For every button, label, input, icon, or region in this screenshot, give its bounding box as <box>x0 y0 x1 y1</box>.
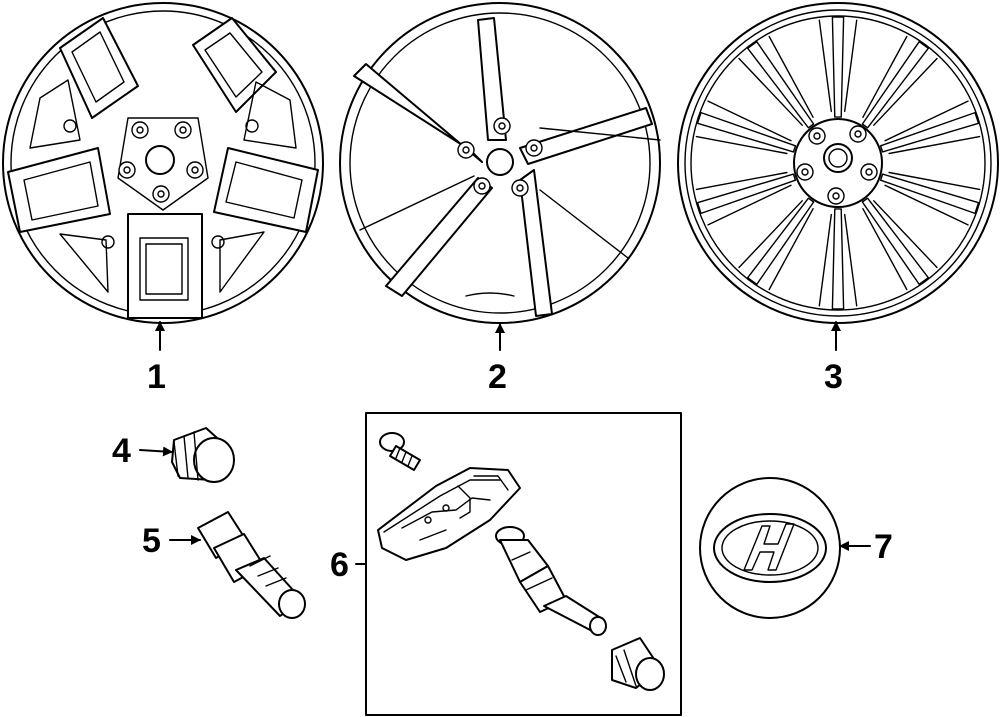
tpms-sensor <box>377 467 521 561</box>
wheel-3-spoke-line <box>873 200 938 269</box>
wheel-1-spokes <box>7 17 319 319</box>
callout-5: 5 <box>142 522 161 560</box>
wheel-2[interactable] <box>339 2 661 324</box>
wheel-3-spoke-line <box>738 57 803 126</box>
wheel-3-spoke <box>747 41 815 129</box>
wheel-3-spoke <box>879 111 980 153</box>
wheel-3-spoke <box>747 197 815 285</box>
wheel-2-hub <box>457 117 543 297</box>
wheel-3-spoke-line <box>707 184 792 226</box>
callout-7: 7 <box>874 528 893 566</box>
wheel-2-spokes <box>353 17 661 317</box>
wheel-3-spoke-line <box>844 19 858 113</box>
tpms-valve-stem <box>495 526 607 636</box>
wheel-3-spoke <box>831 208 845 310</box>
wheel-3-hub <box>793 118 883 208</box>
callout-4: 4 <box>112 432 131 470</box>
wheel-1[interactable] <box>2 2 324 324</box>
wheel-3-spoke-line <box>884 184 969 226</box>
wheel-3-spoke-line <box>818 213 832 307</box>
callout-6: 6 <box>330 546 349 584</box>
wheel-3[interactable] <box>677 2 999 324</box>
valve-cap[interactable] <box>171 427 235 483</box>
leader-arrow-icon <box>139 446 173 457</box>
wheel-3-spoke-line <box>707 100 792 142</box>
wheel-3-spoke <box>831 16 845 118</box>
wheel-3-spoke <box>879 173 980 215</box>
wheel-3-spoke <box>861 41 929 129</box>
wheel-3-spoke-line <box>738 200 803 269</box>
wheel-3-spoke <box>861 197 929 285</box>
tpms-screw <box>379 432 421 471</box>
wheel-3-spoke-line <box>695 135 788 155</box>
wheel-1-hub <box>117 117 209 211</box>
wheel-3-spoke-line <box>888 135 981 155</box>
leader-arrows <box>139 321 871 565</box>
callout-3: 3 <box>824 358 843 396</box>
wheel-3-spoke-line <box>862 207 908 291</box>
wheel-3-spokes <box>695 16 981 310</box>
callout-2: 2 <box>488 358 507 396</box>
hyundai-h-emblem-icon <box>713 513 827 583</box>
wheel-3-spoke-line <box>888 171 981 191</box>
wheel-3-spoke-line <box>844 213 858 307</box>
wheel-3-spoke-line <box>768 35 814 119</box>
lug-bolt[interactable] <box>197 511 306 619</box>
wheel-3-spoke <box>696 111 797 153</box>
callout-1: 1 <box>147 358 166 396</box>
wheel-3-spoke-line <box>818 19 832 113</box>
wheel-3-spoke <box>696 173 797 215</box>
tpms-kit-box[interactable] <box>365 412 682 716</box>
wheel-3-spoke-line <box>862 35 908 119</box>
wheel-3-spoke-line <box>768 207 814 291</box>
callout-labels: 1 2 3 4 5 6 7 <box>112 358 893 584</box>
wheel-3-spoke-line <box>695 171 788 191</box>
wheel-3-spoke-line <box>884 100 969 142</box>
tpms-valve-cap <box>611 637 665 691</box>
center-cap[interactable] <box>699 477 841 619</box>
wheel-3-spoke-line <box>873 57 938 126</box>
